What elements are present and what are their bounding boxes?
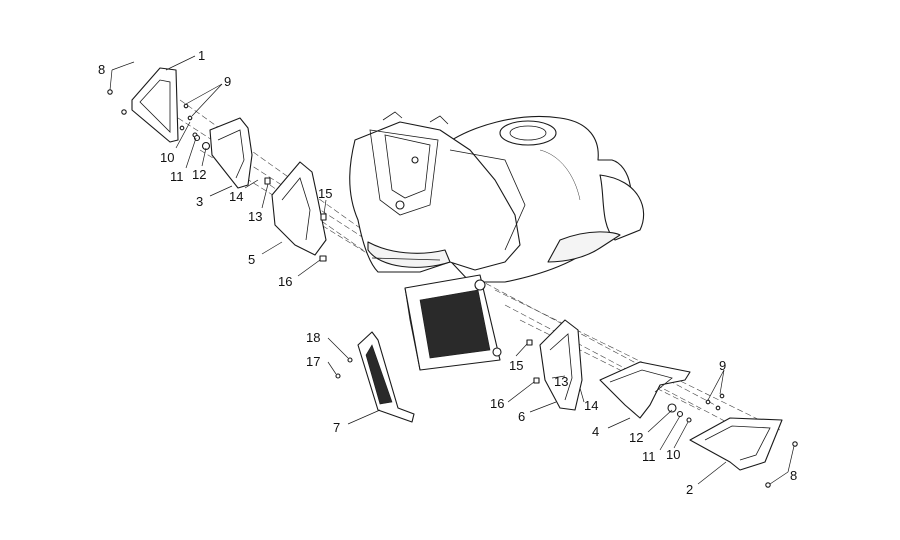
part-3-lower-panel-left: [192, 117, 253, 189]
callout-12-left: 12: [192, 167, 206, 182]
part-4-lower-panel-right: [599, 361, 691, 419]
callout-labels: 1 8 9 10 11 12 3 14 13 15 5 16 18 17 7 1…: [98, 48, 797, 497]
callout-11-right: 11: [642, 449, 656, 464]
callout-1: 1: [198, 48, 205, 63]
callout-3: 3: [196, 194, 203, 209]
callout-15-left: 15: [318, 186, 332, 201]
callout-14-left: 14: [229, 189, 243, 204]
callout-2: 2: [686, 482, 693, 497]
callout-16-right: 16: [490, 396, 504, 411]
callout-8-left: 8: [98, 62, 105, 77]
callout-15-right: 15: [509, 358, 523, 373]
callout-7: 7: [333, 420, 340, 435]
callout-9-right: 9: [719, 358, 726, 373]
fasteners: [179, 103, 725, 423]
callout-14-right: 14: [584, 398, 598, 413]
leader-lines: [109, 55, 795, 485]
callout-8-right: 8: [790, 468, 797, 483]
part-2-side-panel-right: [689, 417, 798, 488]
callout-11-left: 11: [170, 169, 184, 184]
callout-5: 5: [248, 252, 255, 267]
fairing-tank-assembly: [349, 111, 645, 371]
callout-10-left: 10: [160, 150, 174, 165]
callout-12-right: 12: [629, 430, 643, 445]
part-5-inner-duct-left: [264, 161, 327, 262]
callout-18: 18: [306, 330, 320, 345]
part-6-inner-duct-right: [526, 319, 583, 411]
callout-16-left: 16: [278, 274, 292, 289]
part-7-radiator-grille: [335, 331, 415, 423]
callout-6: 6: [518, 409, 525, 424]
callout-13-right: 13: [554, 374, 568, 389]
callout-9-left: 9: [224, 74, 231, 89]
callout-13-left: 13: [248, 209, 262, 224]
callout-10-right: 10: [666, 447, 680, 462]
part-1-side-panel-left: [107, 67, 179, 143]
callout-17: 17: [306, 354, 320, 369]
callout-4: 4: [592, 424, 599, 439]
